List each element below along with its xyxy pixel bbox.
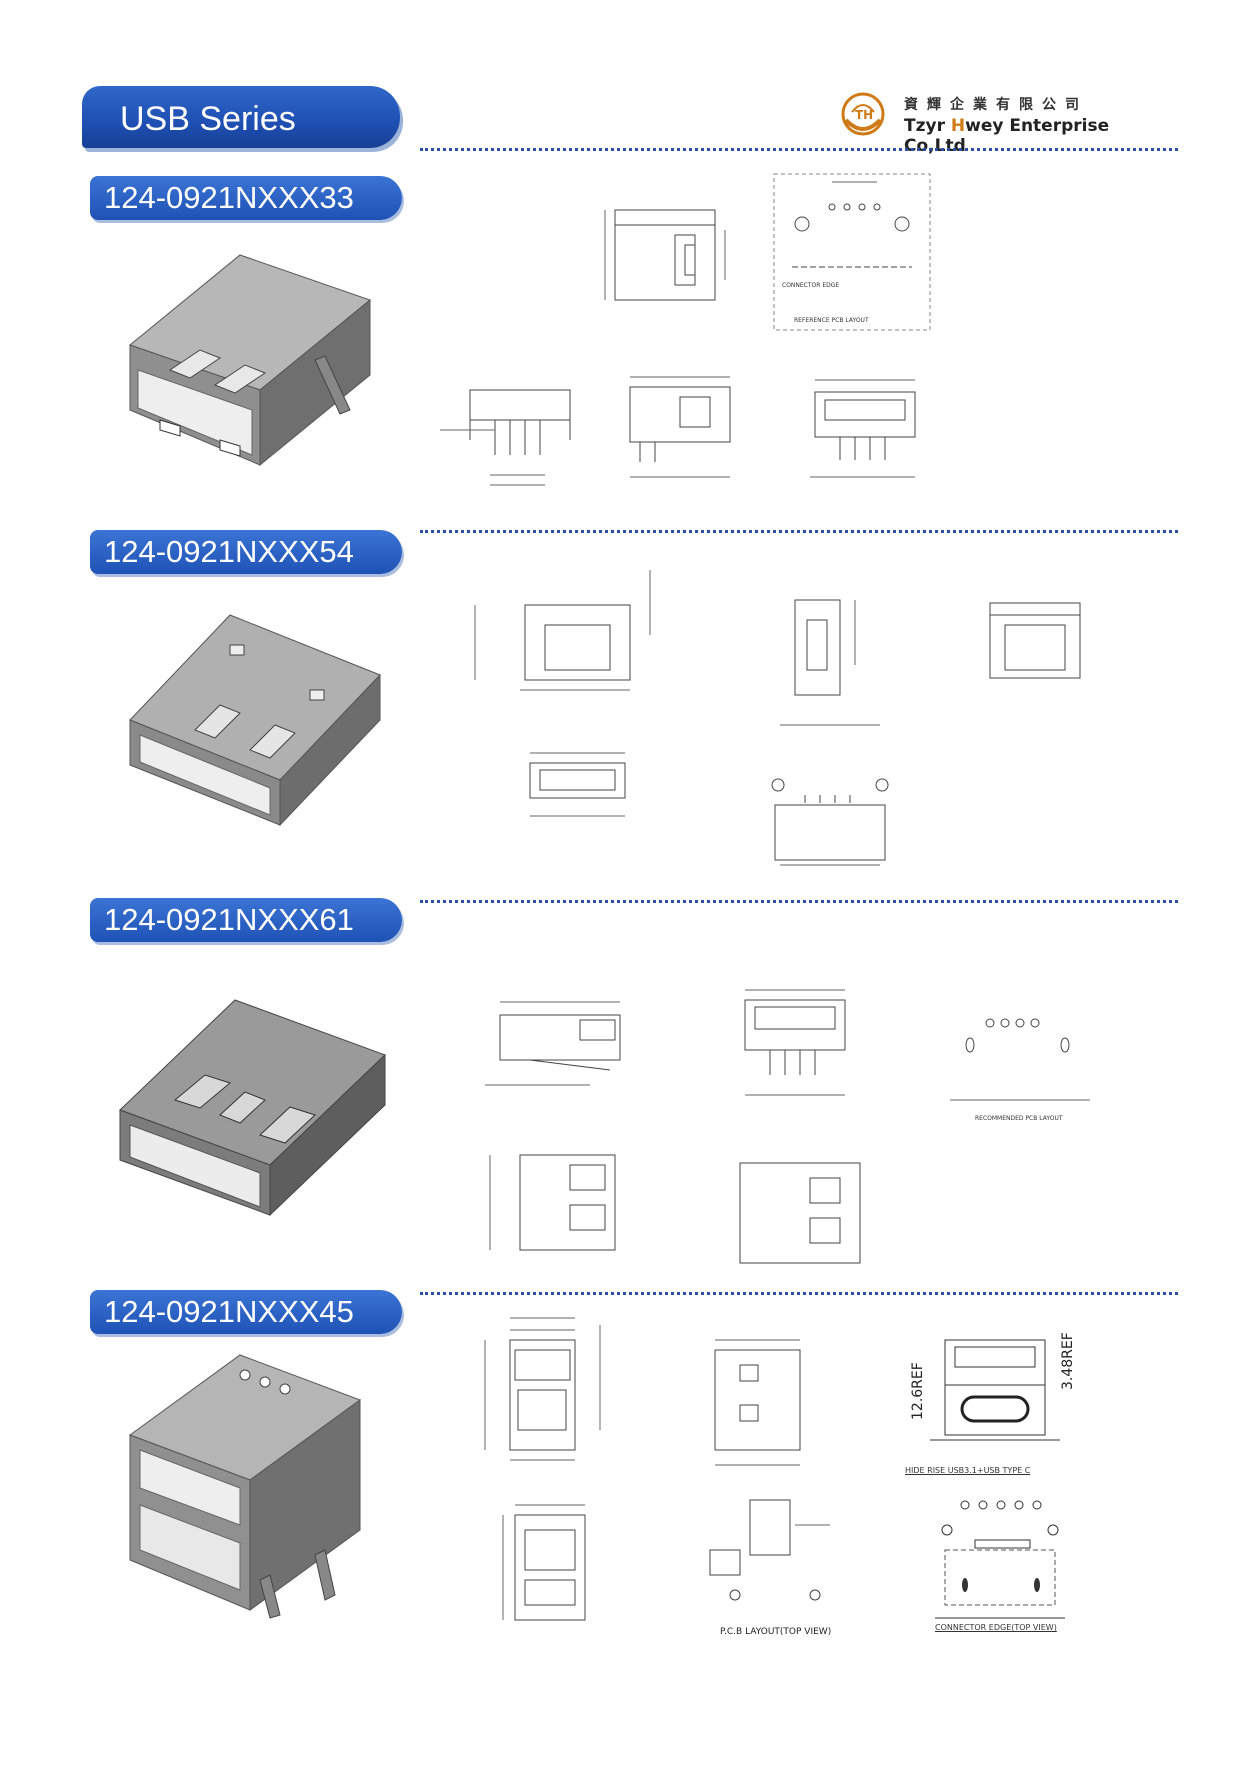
drawing-rear-view xyxy=(810,379,916,478)
connector-render-image xyxy=(128,1354,362,1619)
divider xyxy=(420,148,1178,151)
company-name-english: Tzyr Hwey Enterprise Co,Ltd xyxy=(904,116,1168,156)
divider xyxy=(420,530,1178,533)
drawing-bottom-view xyxy=(739,1162,861,1264)
connector-render-image xyxy=(119,999,386,1217)
part-number-badge: 124-0921NXXX33 xyxy=(90,176,402,220)
drawing-side-view xyxy=(794,599,856,696)
drawing-front-view xyxy=(484,1317,601,1461)
drawing-pcb-layout: CONNECTOR EDGE REFERENCE PCB LAYOUT xyxy=(773,173,931,331)
drawing-top-view xyxy=(502,1504,586,1621)
company-name-part: wey Enterprise Co,Ltd xyxy=(904,116,1110,156)
company-name-chinese: 資輝企業有限公司 xyxy=(904,97,1088,113)
drawing-top-view xyxy=(489,1154,616,1251)
drawing-top-view xyxy=(629,376,731,478)
ref-12-6-label: 12.6REF xyxy=(910,1362,926,1420)
svg-text:TH: TH xyxy=(855,108,873,122)
connector-render-image xyxy=(129,614,381,827)
part-number: 124-0921NXXX33 xyxy=(104,180,354,215)
drawing-front-view xyxy=(440,389,571,486)
drawing-pcb-layout xyxy=(709,1499,830,1601)
drawing-front-view xyxy=(744,989,846,1096)
part-number-badge: 124-0921NXXX54 xyxy=(90,530,402,574)
part-number: 124-0921NXXX61 xyxy=(104,902,354,937)
company-emblem-icon: TH xyxy=(841,92,885,136)
connector-render-image xyxy=(128,254,372,467)
part-number-badge: 124-0921NXXX61 xyxy=(90,898,402,942)
drawing-connector-edge xyxy=(935,1500,1065,1619)
company-name-h: H xyxy=(950,116,966,136)
drawing-front-view xyxy=(474,570,651,691)
connector-edge-label: CONNECTOR EDGE xyxy=(782,282,839,289)
divider xyxy=(420,900,1178,903)
company-logo: TH 資輝企業有限公司 Tzyr Hwey Enterprise Co,Ltd xyxy=(838,90,1168,156)
drawing-rear-view xyxy=(989,602,1081,679)
pcb-layout-caption: P.C.B LAYOUT(TOP VIEW) xyxy=(720,1627,832,1637)
drawing-usb-typec-view: 12.6REF 3.48REF xyxy=(910,1332,1076,1441)
recommended-pcb-layout-label: RECOMMENDED PCB LAYOUT xyxy=(975,1115,1063,1122)
drawing-side-view xyxy=(714,1339,801,1466)
drawing-side-view xyxy=(485,1001,621,1086)
company-name-part: Tzyr xyxy=(904,116,951,136)
hide-rise-caption: HIDE RISE USB3.1+USB TYPE C xyxy=(905,1466,1031,1475)
ref-3-48-label: 3.48REF xyxy=(1060,1332,1076,1390)
part-number-badge: 124-0921NXXX45 xyxy=(90,1290,402,1334)
drawing-pcb-layout: RECOMMENDED PCB LAYOUT xyxy=(950,1018,1090,1122)
series-banner: USB Series xyxy=(82,86,400,148)
drawing-pcb-layout xyxy=(771,724,889,866)
ref-pcb-layout-label: REFERENCE PCB LAYOUT xyxy=(794,317,869,324)
part-number: 124-0921NXXX45 xyxy=(104,1294,354,1329)
drawing-side-view xyxy=(604,209,726,301)
divider xyxy=(420,1292,1178,1295)
drawing-top-view xyxy=(529,752,626,817)
connector-edge-caption: CONNECTOR EDGE(TOP VIEW) xyxy=(935,1623,1057,1632)
part-number: 124-0921NXXX54 xyxy=(104,534,354,569)
series-title: USB Series xyxy=(120,100,296,138)
